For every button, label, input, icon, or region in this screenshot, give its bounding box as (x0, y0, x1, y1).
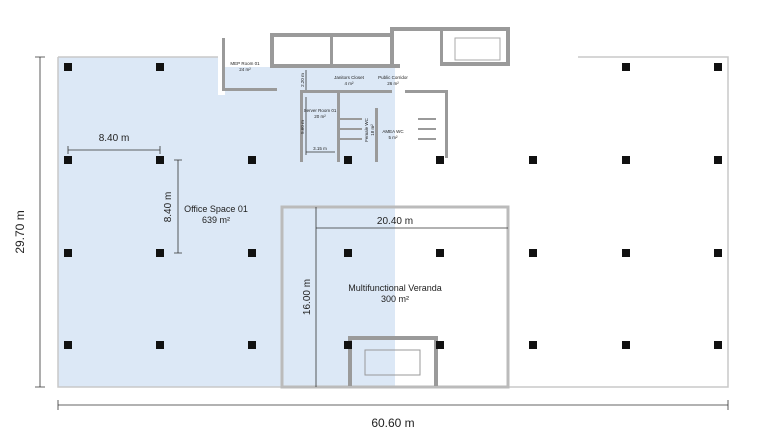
bay-vertical-label: 8.40 m (163, 192, 174, 223)
veranda-outline (280, 205, 510, 389)
columns (64, 63, 722, 349)
column (64, 341, 72, 349)
server-width-label: 3.15 m (313, 146, 327, 151)
core (222, 27, 510, 386)
corridor-name: Public Corridor (378, 75, 408, 80)
column (529, 249, 537, 257)
column (344, 156, 352, 164)
column (156, 249, 164, 257)
column (714, 249, 722, 257)
column (248, 341, 256, 349)
female-wc-name: Female WC (364, 117, 369, 142)
column (436, 249, 444, 257)
column (622, 249, 630, 257)
column (64, 156, 72, 164)
column (344, 341, 352, 349)
column (156, 341, 164, 349)
column (64, 63, 72, 71)
column (622, 341, 630, 349)
mep-area: 24 m² (239, 67, 251, 72)
amea-wc-area: 5 m² (389, 135, 399, 140)
server-depth-label: 5.60 m (300, 120, 305, 134)
column (529, 156, 537, 164)
column (344, 249, 352, 257)
column (436, 341, 444, 349)
server-name: Server Room 01 (304, 108, 337, 113)
column (714, 156, 722, 164)
building-outline (57, 56, 729, 388)
corridor-width-label: 2.20 m (300, 73, 305, 87)
janitor-name: Janitors Closet (334, 75, 365, 80)
veranda-area: 300 m² (381, 294, 409, 304)
column (248, 156, 256, 164)
amea-wc-name: AMEA WC (382, 129, 404, 134)
column (248, 249, 256, 257)
janitor-area: 4 m² (345, 81, 355, 86)
total-width-label: 60.60 m (371, 416, 414, 430)
office-area: 639 m² (202, 215, 230, 225)
total-depth-label: 29.70 m (13, 210, 27, 253)
office-space-area[interactable] (58, 57, 395, 387)
column (64, 249, 72, 257)
bay-horizontal-label: 8.40 m (99, 133, 130, 144)
column (156, 63, 164, 71)
corridor-highlight (225, 67, 395, 162)
dimension-lines (35, 56, 729, 410)
mep-name: MEP Room 01 (230, 61, 260, 66)
column (622, 63, 630, 71)
column (156, 156, 164, 164)
server-area: 20 m² (314, 114, 326, 119)
female-wc-area: 18 m² (370, 124, 375, 136)
column (714, 341, 722, 349)
veranda-name: Multifunctional Veranda (348, 283, 442, 293)
veranda-depth-label: 16.00 m (302, 279, 313, 315)
column (436, 156, 444, 164)
column (529, 341, 537, 349)
office-name: Office Space 01 (184, 204, 248, 214)
column (622, 156, 630, 164)
column (714, 63, 722, 71)
veranda-width-label: 20.40 m (377, 216, 413, 227)
corridor-area: 26 m² (387, 81, 399, 86)
veranda-highlight (282, 207, 395, 387)
